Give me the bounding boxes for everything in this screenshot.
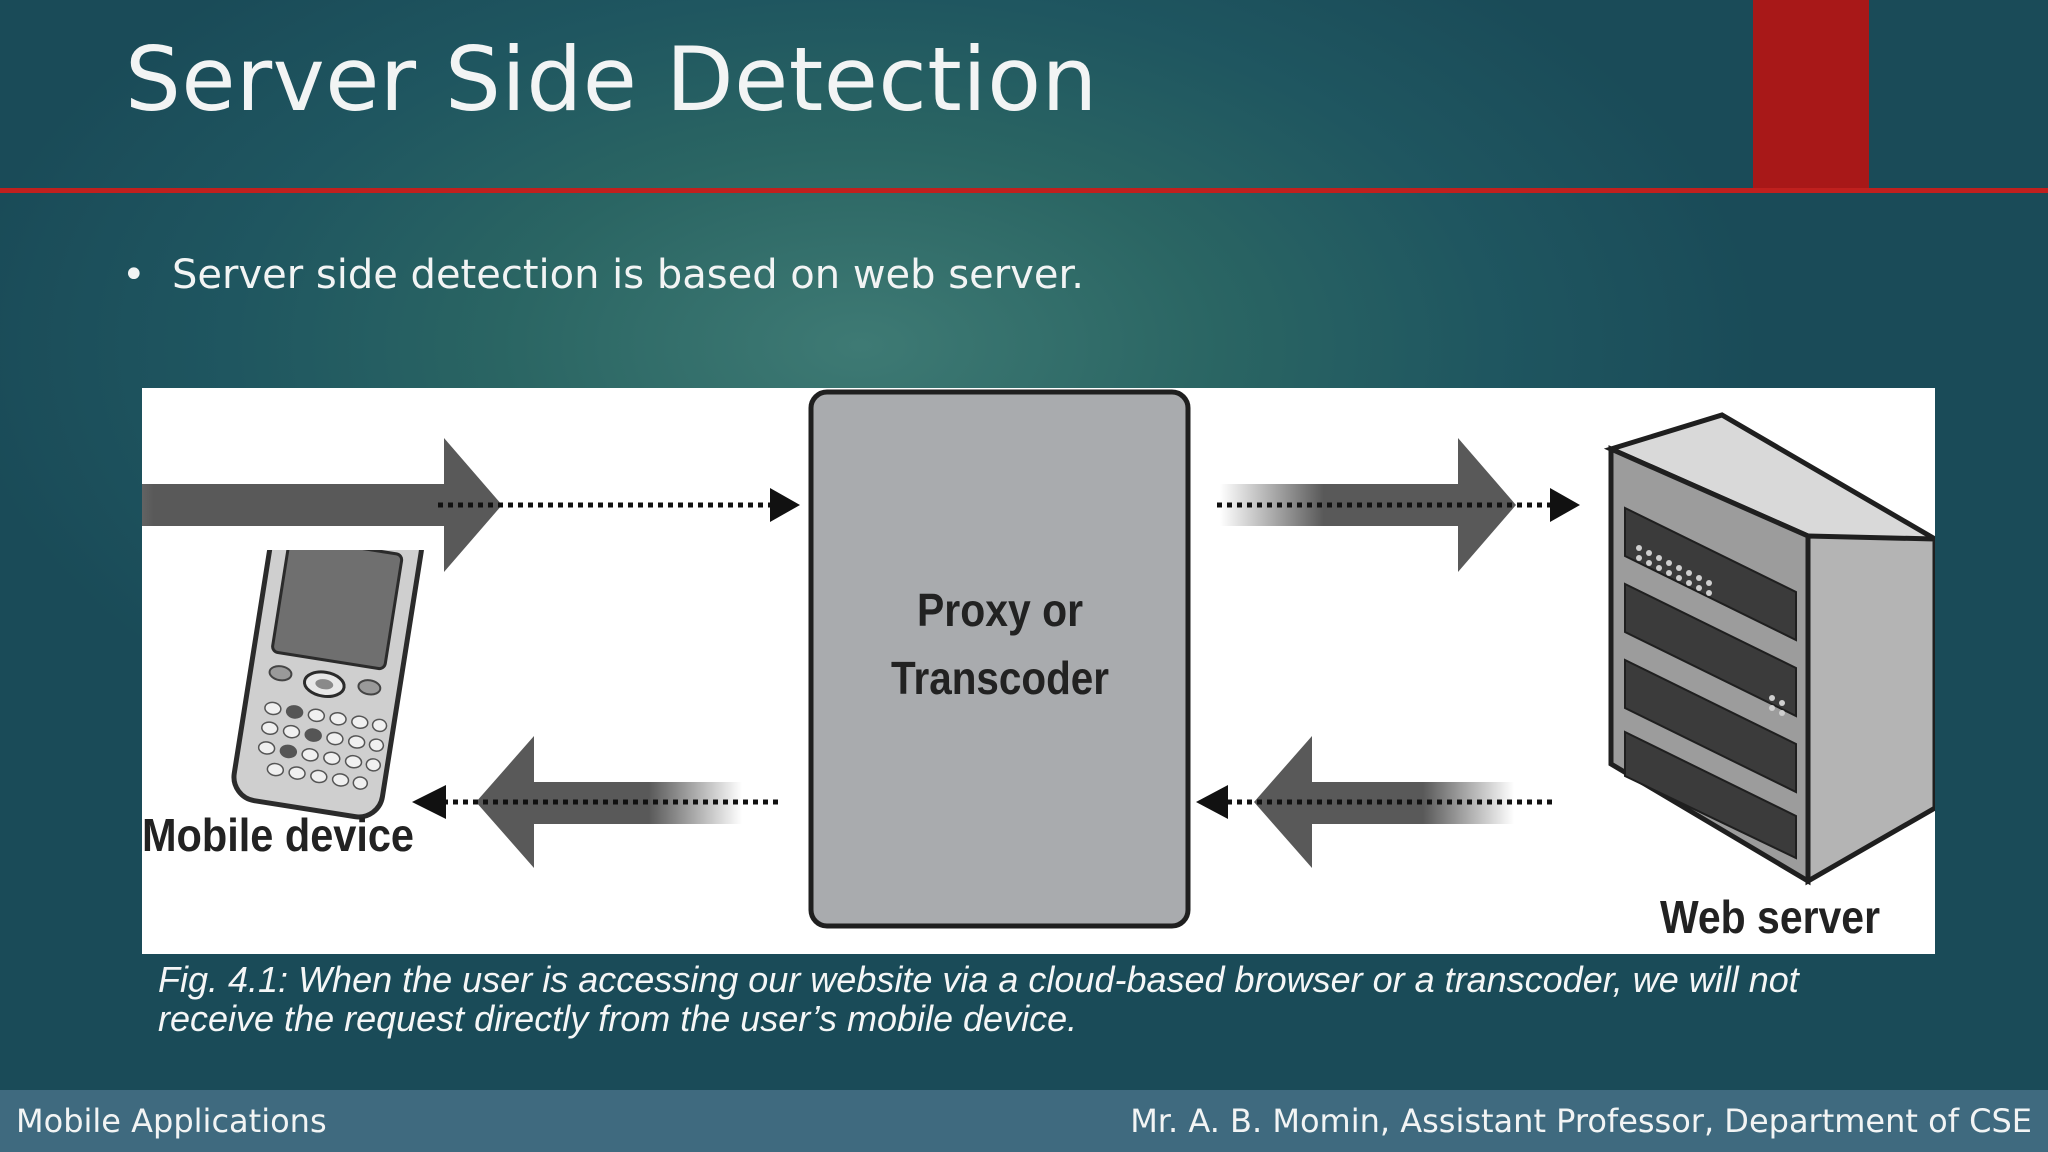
proxy-label-line2: Transcoder: [891, 652, 1109, 704]
bullet-dot-icon: •: [122, 252, 146, 298]
caption-line-1: Fig. 4.1: When the user is accessing our…: [158, 959, 1799, 1000]
response-arrow-to-proxy: [1196, 736, 1552, 868]
request-arrow-to-proxy: [142, 428, 800, 574]
slide-title: Server Side Detection: [125, 28, 1098, 131]
proxy-label-line1: Proxy or: [917, 584, 1083, 636]
caption-line-2: receive the request directly from the us…: [158, 998, 1078, 1039]
footer-course-name: Mobile Applications: [16, 1102, 327, 1140]
proxy-transcoder-box: [808, 389, 1191, 929]
bullet-text: Server side detection is based on web se…: [172, 252, 1084, 298]
diagram-canvas: Mobile device: [142, 389, 1935, 943]
figure-caption: Fig. 4.1: When the user is accessing our…: [158, 960, 1948, 1038]
mobile-phone-icon: [231, 484, 425, 820]
footer-bar: Mobile Applications Mr. A. B. Momin, Ass…: [0, 1090, 2048, 1152]
title-divider: [0, 188, 2048, 193]
web-server-icon: [1603, 412, 1935, 886]
request-arrow-to-server: [1217, 438, 1580, 572]
web-server-label: Web server: [1660, 891, 1880, 943]
bullet-item: • Server side detection is based on web s…: [122, 252, 1084, 298]
mobile-device-label: Mobile device: [142, 809, 414, 861]
diagram-figure: Mobile device: [142, 388, 1935, 954]
accent-red-tab: [1753, 0, 1869, 190]
response-arrow-to-mobile: [412, 736, 778, 868]
footer-author: Mr. A. B. Momin, Assistant Professor, De…: [1130, 1102, 2032, 1140]
